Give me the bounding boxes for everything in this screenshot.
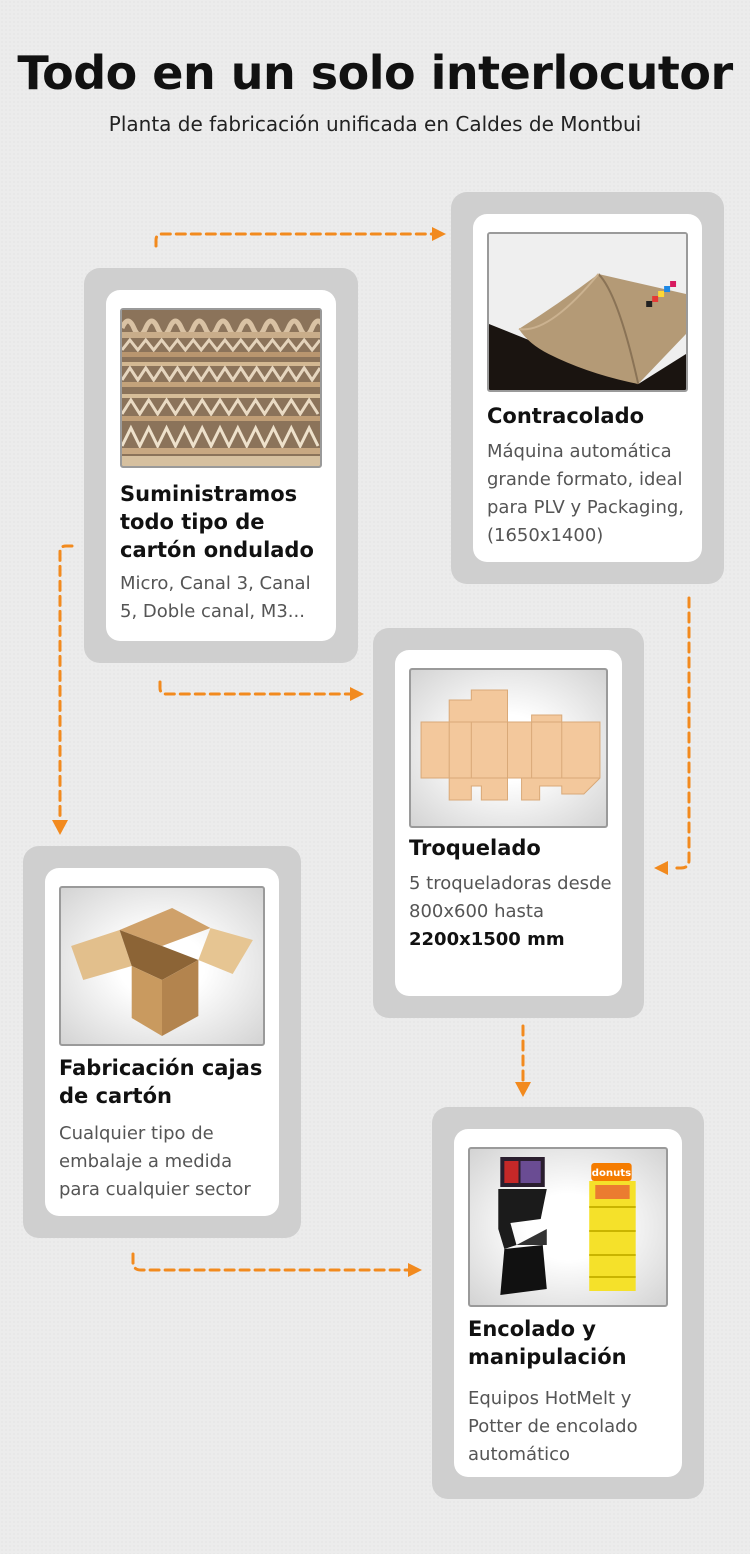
arrowhead-right-icon bbox=[432, 227, 446, 241]
card-description: Máquina automática grande formato, ideal… bbox=[487, 441, 685, 546]
card-description-text: 5 troqueladoras desde 800x600 hasta bbox=[409, 873, 612, 922]
card-title: Fabricación cajas de cartón bbox=[59, 1056, 263, 1108]
die-cut-box-template-image bbox=[409, 668, 608, 828]
card-troquelado-frame: Troquelado 5 troqueladoras desde 800x600… bbox=[373, 628, 644, 1018]
arrowhead-right-icon bbox=[350, 687, 364, 701]
open-cardboard-box-image bbox=[59, 886, 265, 1046]
card-title: Troquelado bbox=[409, 836, 541, 860]
card-corrugated-frame: Suministramos todo tipo de cartón ondula… bbox=[84, 268, 358, 663]
arrowhead-left-icon bbox=[654, 861, 668, 875]
corrugated-cardboard-image bbox=[120, 308, 322, 468]
card-description: Cualquier tipo de embalaje a medida para… bbox=[59, 1123, 251, 1200]
card-contracolado: Contracolado Máquina automática grande f… bbox=[473, 214, 702, 562]
card-description: 5 troqueladoras desde 800x600 hasta 2200… bbox=[409, 870, 614, 954]
laminated-sheet-image bbox=[487, 232, 688, 392]
display-stand-label: donuts bbox=[592, 1168, 631, 1179]
card-contracolado-frame: Contracolado Máquina automática grande f… bbox=[451, 192, 724, 584]
arrowhead-right-icon bbox=[408, 1263, 422, 1277]
card-title: Encolado y manipulación bbox=[468, 1317, 627, 1369]
arrow-card1-to-card3 bbox=[158, 680, 352, 696]
card-title: Contracolado bbox=[487, 404, 645, 428]
page-title: Todo en un solo interlocutor bbox=[17, 46, 733, 100]
card-title: Suministramos todo tipo de cartón ondula… bbox=[120, 482, 314, 562]
arrow-card4-to-card5 bbox=[131, 1252, 410, 1272]
display-stands-image: donuts bbox=[468, 1147, 668, 1307]
arrowhead-down-icon bbox=[515, 1082, 531, 1097]
arrowhead-down-icon bbox=[52, 820, 68, 835]
arrow-card1-to-card2 bbox=[154, 232, 434, 248]
page-subtitle: Planta de fabricación unificada en Calde… bbox=[108, 112, 642, 136]
arrow-card2-to-card3 bbox=[670, 596, 691, 870]
card-troquelado: Troquelado 5 troqueladoras desde 800x600… bbox=[395, 650, 622, 996]
card-description: Equipos HotMelt y Potter de encolado aut… bbox=[468, 1388, 638, 1465]
card-cajas: Fabricación cajas de cartón Cualquier ti… bbox=[45, 868, 279, 1216]
arrow-card1-to-card4 bbox=[58, 544, 74, 822]
card-cajas-frame: Fabricación cajas de cartón Cualquier ti… bbox=[23, 846, 301, 1238]
card-description-bold: 2200x1500 mm bbox=[409, 929, 565, 950]
card-encolado-frame: donuts Encolado y manipulación Equipos H… bbox=[432, 1107, 704, 1499]
card-corrugated: Suministramos todo tipo de cartón ondula… bbox=[106, 290, 336, 641]
card-encolado: donuts Encolado y manipulación Equipos H… bbox=[454, 1129, 682, 1477]
card-description: Micro, Canal 3, Canal 5, Doble canal, M3… bbox=[120, 573, 311, 622]
